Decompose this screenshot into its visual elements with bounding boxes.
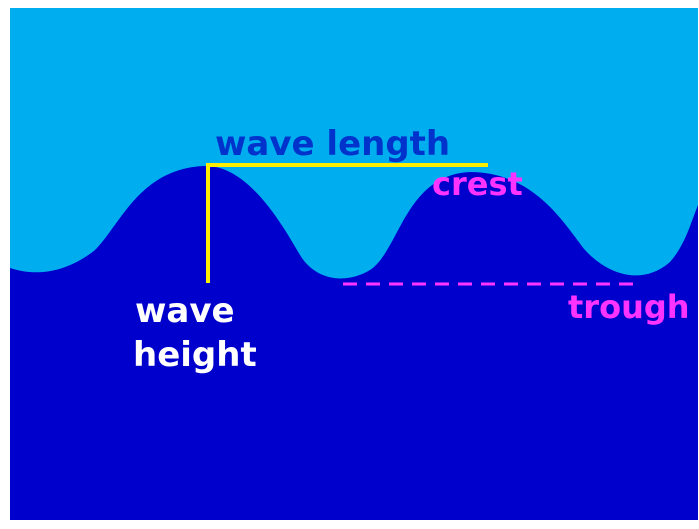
wave-height-label-line2: height bbox=[133, 335, 257, 375]
crest-label: crest bbox=[432, 165, 523, 203]
wave-height-label-line1: wave bbox=[135, 291, 235, 331]
water-body bbox=[10, 165, 698, 520]
wave-length-label: wave length bbox=[215, 124, 450, 164]
trough-label: trough bbox=[568, 288, 690, 326]
